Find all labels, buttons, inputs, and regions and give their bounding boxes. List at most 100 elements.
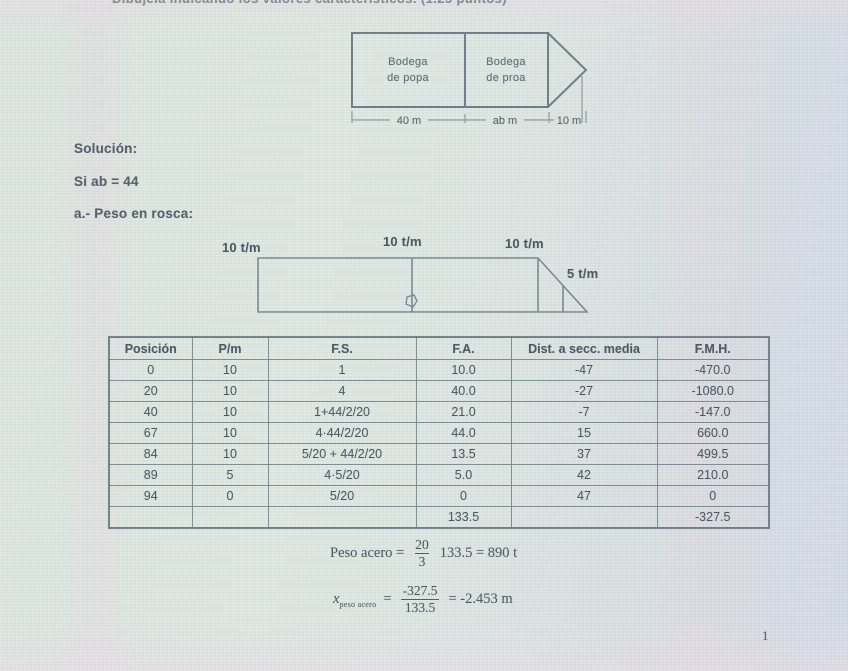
solution-heading: Solución: [74,141,138,156]
page-number: 1 [762,628,769,643]
col-header-fs: F.S. [267,336,417,360]
table-cell: 0 [415,485,512,507]
table-cell [191,506,269,529]
table-cell: 94 [108,485,193,507]
clipped-question-text: Dibújela indicando los valores caracterí… [112,0,592,6]
table-row: 94 0 5/20 0 47 0 [108,485,770,507]
table-cell: 5 [191,464,269,486]
fraction-numerator: -327.5 [402,583,438,598]
table-cell: 47 [510,485,658,507]
simpson-table: Posición P/m F.S. F.A. Dist. a secc. med… [108,336,770,529]
fraction: 20 3 [411,537,433,569]
fraction-numerator: 20 [415,537,429,552]
dimension-label-ab: ab m [493,115,517,127]
table-cell: 10 [191,443,269,465]
variable-subscript: peso acero [339,599,377,609]
table-cell: 0 [656,485,770,507]
table-cell [108,506,193,529]
load-label-bow: 5 t/m [567,266,598,281]
table-row: 20 10 4 40.0 -27 -1080.0 [108,380,770,402]
table-cell: 4 [267,380,417,402]
table-cell: 21.0 [415,401,512,423]
table-cell: 37 [510,443,658,465]
x-peso-acero-formula: xpeso acero = -327.5 133.5 = -2.453 m [333,583,513,615]
table-cell: -7 [510,401,658,423]
table-cell: 4·44/2/20 [267,422,417,444]
table-cell: 10 [191,359,269,381]
table-row: 84 10 5/20 + 44/2/20 13.5 37 499.5 [108,443,770,465]
col-header-pm: P/m [191,336,269,360]
table-cell: 5/20 [267,485,417,507]
table-cell: -470.0 [656,359,770,381]
load-outline [257,257,589,313]
variable-x: x [333,590,340,607]
table-cell: -1080.0 [656,380,770,402]
table-cell: 0 [108,359,193,381]
table-cell: 15 [510,422,658,444]
table-row: 67 10 4·44/2/20 44.0 15 660.0 [108,422,770,444]
aft-hold-label-line2: de popa [387,72,429,84]
formula-prefix: Peso acero = [330,545,405,562]
table-cell: 5.0 [415,464,512,486]
table-cell: 20 [108,380,193,402]
table-cell: 133.5 [415,506,512,529]
table-cell: 4·5/20 [267,464,417,486]
condition-text: Si ab = 44 [74,174,139,189]
table-cell: 42 [510,464,658,486]
table-cell: -147.0 [656,401,770,423]
load-label-right: 10 t/m [505,236,544,251]
table-cell: -47 [510,359,658,381]
load-label-middle: 10 t/m [383,234,422,249]
load-distribution-diagram: 10 t/m 10 t/m 10 t/m 5 t/m [222,234,598,313]
table-cell: 10 [191,401,269,423]
table-cell: 210.0 [656,464,770,486]
col-header-fmh: F.M.H. [656,336,770,360]
midship-section-symbol [405,294,418,308]
table-row: 0 10 1 10.0 -47 -470.0 [108,359,770,381]
col-header-dist: Dist. a secc. media [510,336,658,360]
load-label-left: 10 t/m [222,240,261,255]
table-cell: -27 [510,380,658,402]
fore-hold-label-line2: de proa [486,72,526,84]
table-cell: 10 [191,380,269,402]
dimension-label-10m: 10 m [557,115,581,127]
fore-hold-label-line1: Bodega [486,56,526,68]
table-sum-row: 133.5 -327.5 [108,506,770,529]
table-cell [510,506,658,529]
table-cell: -327.5 [656,506,770,529]
table-cell: 44.0 [415,422,512,444]
table-cell: 1+44/2/20 [267,401,417,423]
table-cell: 40 [108,401,193,423]
dimension-label-40m: 40 m [397,115,421,127]
table-row: 40 10 1+44/2/20 21.0 -7 -147.0 [108,401,770,423]
ship-plan-diagram: Bodega de popa Bodega de proa 40 m ab m … [351,32,588,127]
peso-acero-formula: Peso acero = 20 3 133.5 = 890 t [330,537,518,569]
formula-suffix: 133.5 = 890 t [439,545,518,562]
col-header-fa: F.A. [415,336,512,360]
table-cell: 10.0 [415,359,512,381]
dimension-lines [351,76,587,123]
aft-hold-label-line1: Bodega [388,56,428,68]
formula-suffix: = -2.453 m [448,591,513,608]
fraction-denominator: 133.5 [400,599,440,615]
formula-variable: xpeso acero [333,591,376,609]
table-cell: 660.0 [656,422,770,444]
table-row: 89 5 4·5/20 5.0 42 210.0 [108,464,770,486]
fraction: -327.5 133.5 [399,583,442,615]
table-cell: 67 [108,422,193,444]
table-cell: 89 [108,464,193,486]
table-cell: 84 [108,443,193,465]
table-cell [267,506,417,529]
col-header-posicion: Posición [108,336,193,360]
table-cell: 10 [191,422,269,444]
fraction-denominator: 3 [414,553,430,569]
table-cell: 1 [267,359,417,381]
table-cell: 499.5 [656,443,770,465]
table-header-row: Posición P/m F.S. F.A. Dist. a secc. med… [108,336,770,360]
table-cell: 40.0 [415,380,512,402]
ship-hull-outline [351,32,588,108]
part-a-heading: a.- Peso en rosca: [74,206,194,221]
table-cell: 0 [191,485,269,507]
table-cell: 13.5 [415,443,512,465]
